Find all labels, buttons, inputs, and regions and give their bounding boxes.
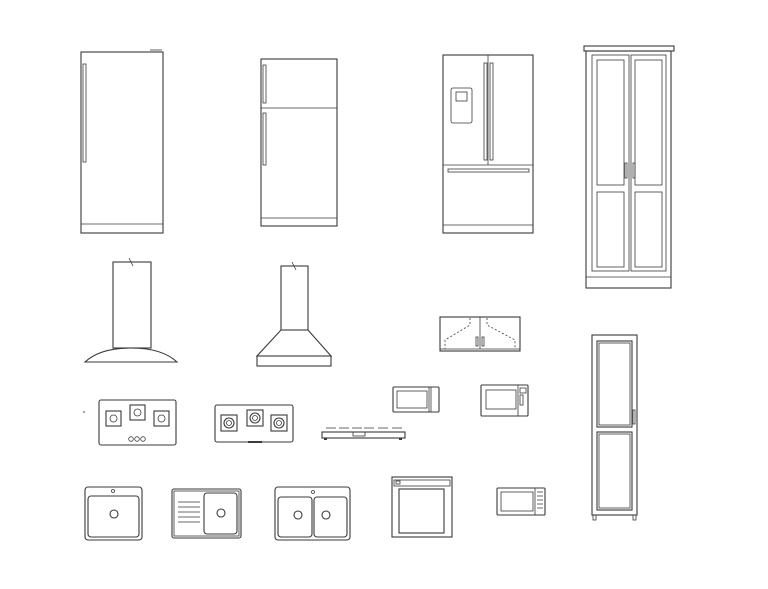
- built-in-oven-icon: [391, 476, 453, 538]
- pyramid-chimney-hood-icon: [255, 261, 333, 367]
- top-freezer-refrigerator-icon: [260, 58, 338, 227]
- tall-pantry-cabinet-icon: [583, 45, 675, 289]
- single-door-refrigerator-icon: [80, 49, 164, 234]
- glass-three-burner-hob-icon: [214, 404, 294, 443]
- curved-glass-chimney-hood-icon: [83, 257, 179, 363]
- narrow-tall-cabinet-icon: [591, 334, 638, 521]
- microwave-icon: [480, 384, 529, 417]
- french-door-refrigerator-icon: [442, 54, 534, 234]
- wall-cabinet-icon: [439, 316, 521, 352]
- sink-with-drainboard-icon: [171, 488, 242, 539]
- single-bowl-sink-icon: [84, 486, 143, 541]
- double-bowl-sink-icon: [274, 486, 351, 541]
- microwave-icon: [392, 386, 440, 413]
- three-burner-hob-icon: [83, 399, 177, 446]
- microwave-icon: [496, 487, 546, 516]
- hob-side-view-icon: [321, 427, 406, 440]
